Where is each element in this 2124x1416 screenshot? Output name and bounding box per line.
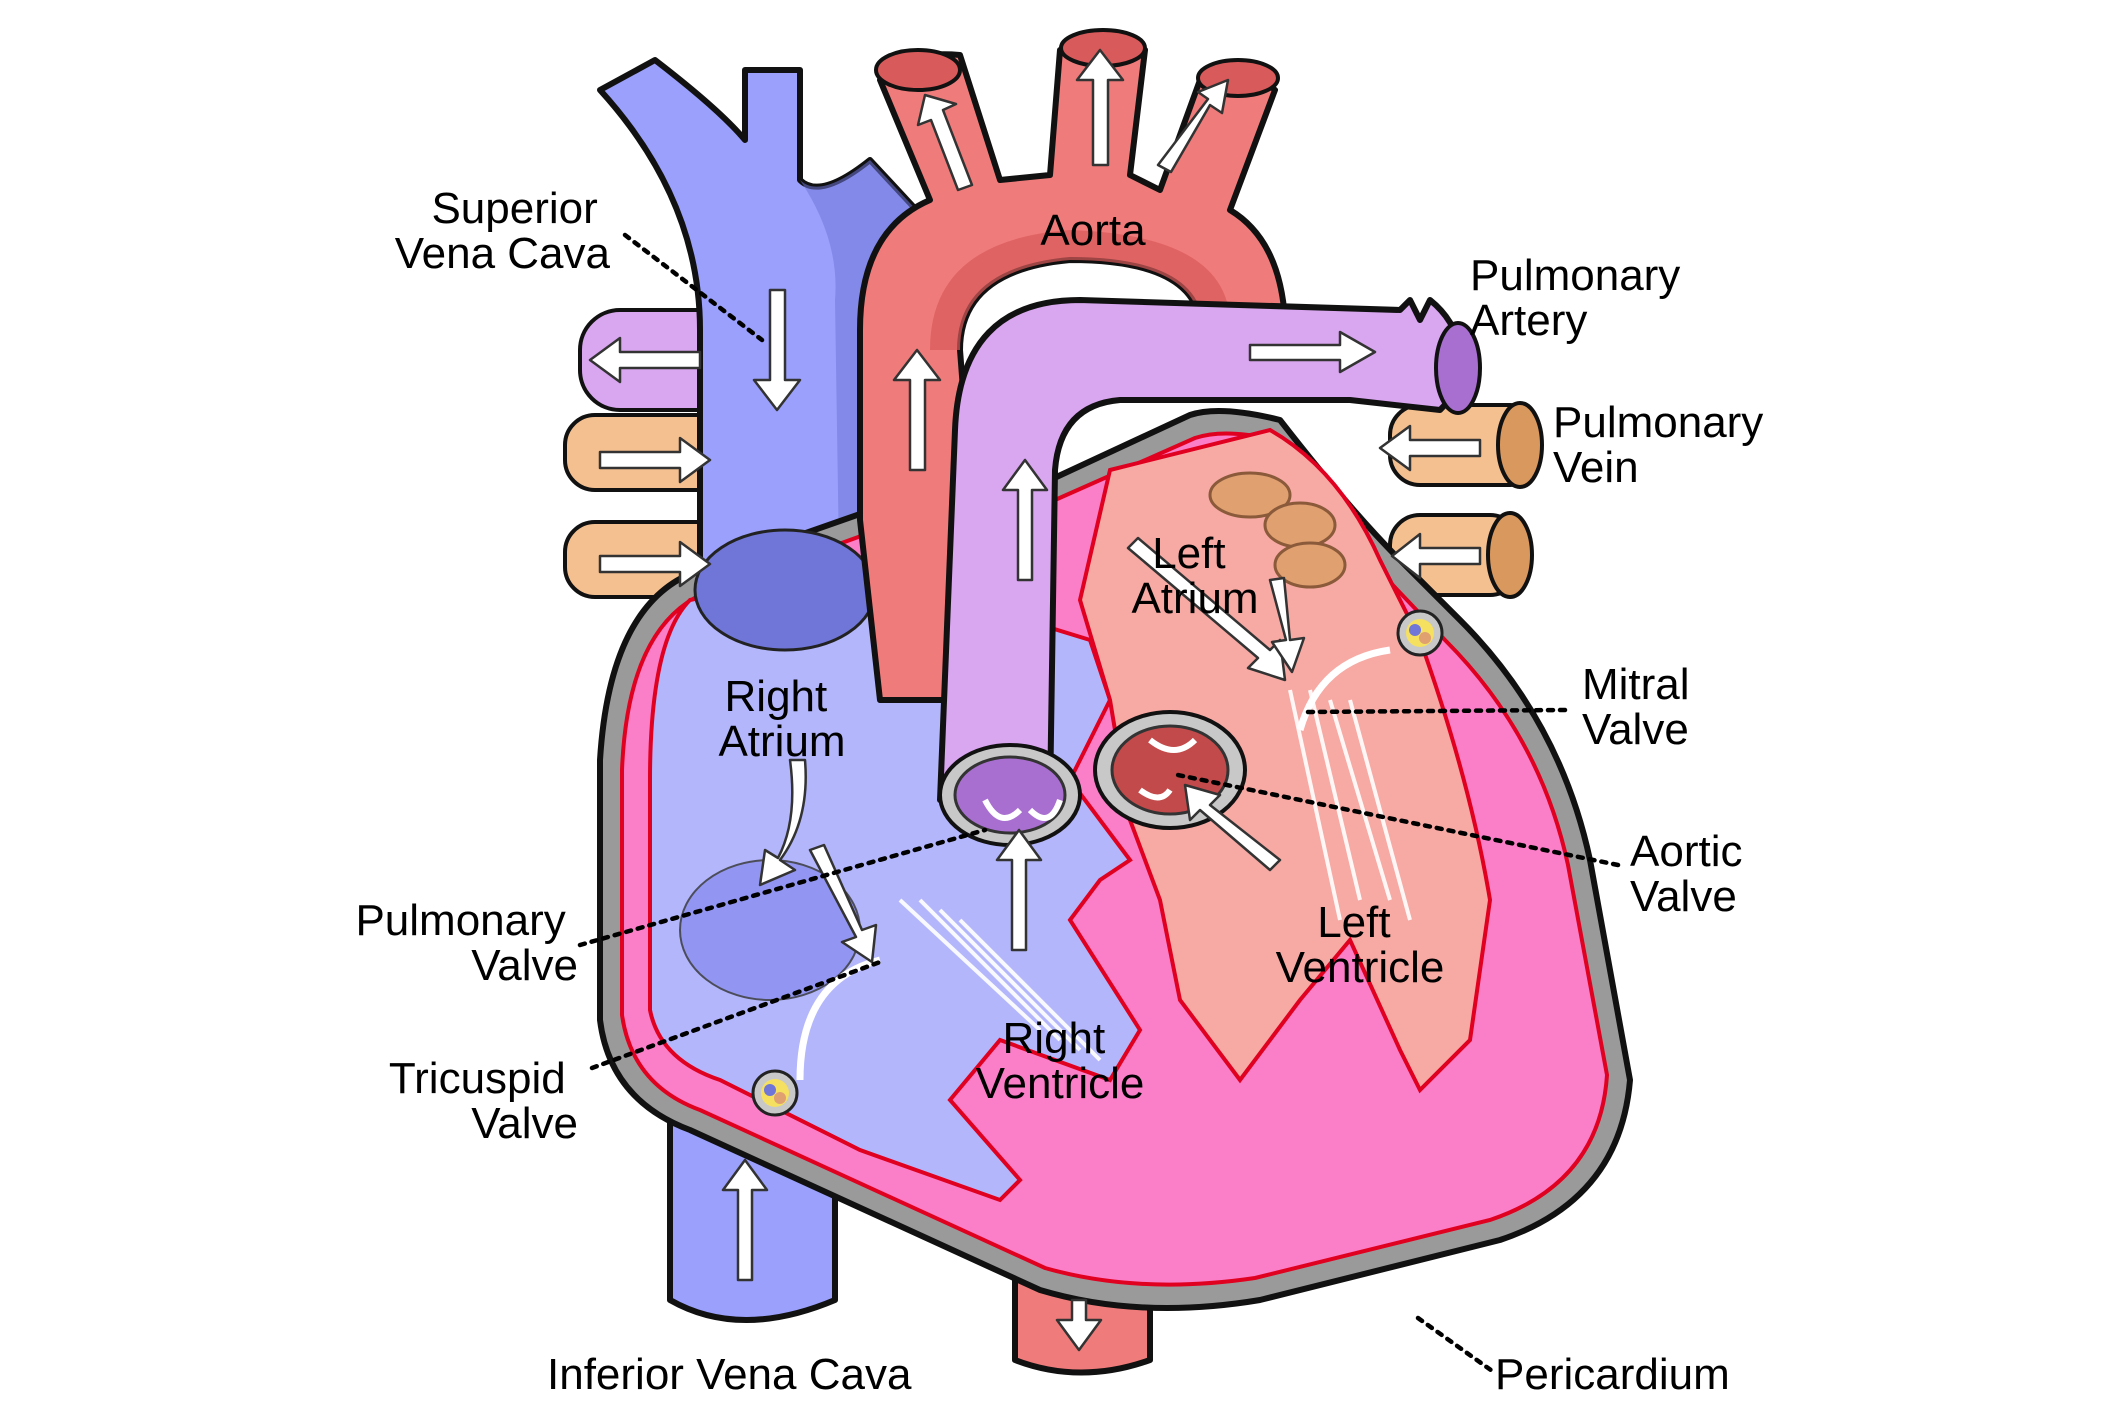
- flow-arrows: [588, 48, 1482, 1352]
- right-ventricle-label: Right Ventricle: [976, 1014, 1145, 1108]
- mitral-valve-label: Mitral Valve: [1582, 660, 1702, 754]
- pulmonary-artery-opening: [1434, 321, 1482, 415]
- pulmonary-vein-ostium-1: [1208, 471, 1292, 519]
- left-atrium-label: Left Atrium: [1131, 529, 1258, 623]
- arrow-pa-left-icon: [588, 336, 702, 384]
- pulmonary-vein-ostium-3: [1273, 541, 1347, 589]
- aortic-valve-shape: [1093, 710, 1247, 830]
- arrow-pv-right-2-icon: [1390, 532, 1482, 580]
- right-atrium-label: Right Atrium: [718, 672, 845, 766]
- pulmonary-vein-label: Pulmonary Vein: [1553, 398, 1776, 492]
- pericardium-label: Pericardium: [1495, 1350, 1730, 1399]
- left-ventricle-label: Left Ventricle: [1276, 898, 1445, 992]
- arrow-pa-right-icon: [1248, 330, 1377, 374]
- aorta-inner-shade: [930, 230, 1230, 350]
- arrow-la-down-2-icon: [1268, 576, 1306, 674]
- aorta-label: Aorta: [1040, 206, 1146, 255]
- arrow-descending-aorta-icon: [1055, 1298, 1103, 1352]
- coronary-marker-left: [1396, 609, 1444, 657]
- superior-vena-cava-label: Superior Vena Cava: [395, 184, 611, 278]
- arrow-pv-left-1-icon: [598, 436, 712, 484]
- leader-lines: [577, 232, 1621, 1376]
- coronary-marker-right: [751, 1069, 799, 1117]
- valve-leaflets: [796, 646, 1391, 1081]
- pulmonary-valve-label: Pulmonary Valve: [355, 896, 578, 990]
- arrow-ra-curve-icon: [758, 758, 807, 887]
- pulmonary-valve-shape: [938, 743, 1082, 847]
- chordae-tendineae: [898, 689, 1412, 1062]
- superior-vena-cava-shade: [800, 160, 935, 620]
- inferior-vena-cava-label: Inferior Vena Cava: [547, 1350, 912, 1399]
- arrow-rv-up-icon: [995, 828, 1043, 952]
- pulmonary-artery-label: Pulmonary Artery: [1470, 251, 1693, 345]
- arrow-pv-left-2-icon: [598, 540, 712, 588]
- arrow-lv-to-aorta-icon: [1183, 783, 1282, 872]
- arrow-aorta-branch-3-icon: [1156, 78, 1230, 174]
- arrow-ivc-up-icon: [721, 1158, 769, 1282]
- aorta-branch-1-opening: [874, 48, 962, 92]
- pulmonary-vein-ostium-2: [1263, 501, 1337, 549]
- arrow-pa-up-icon: [1001, 458, 1049, 582]
- vena-cava-opening-upper: [693, 528, 877, 652]
- arrow-pv-right-1-icon: [1378, 424, 1482, 472]
- arrow-svc-down-icon: [752, 288, 802, 412]
- aortic-valve-label: Aortic Valve: [1630, 827, 1755, 921]
- arrow-aorta-branch-1-icon: [916, 93, 974, 192]
- arrow-aorta-branch-2-icon: [1075, 48, 1125, 167]
- tricuspid-valve-label: Tricuspid Valve: [389, 1054, 578, 1148]
- arrow-aorta-up-icon: [892, 348, 942, 472]
